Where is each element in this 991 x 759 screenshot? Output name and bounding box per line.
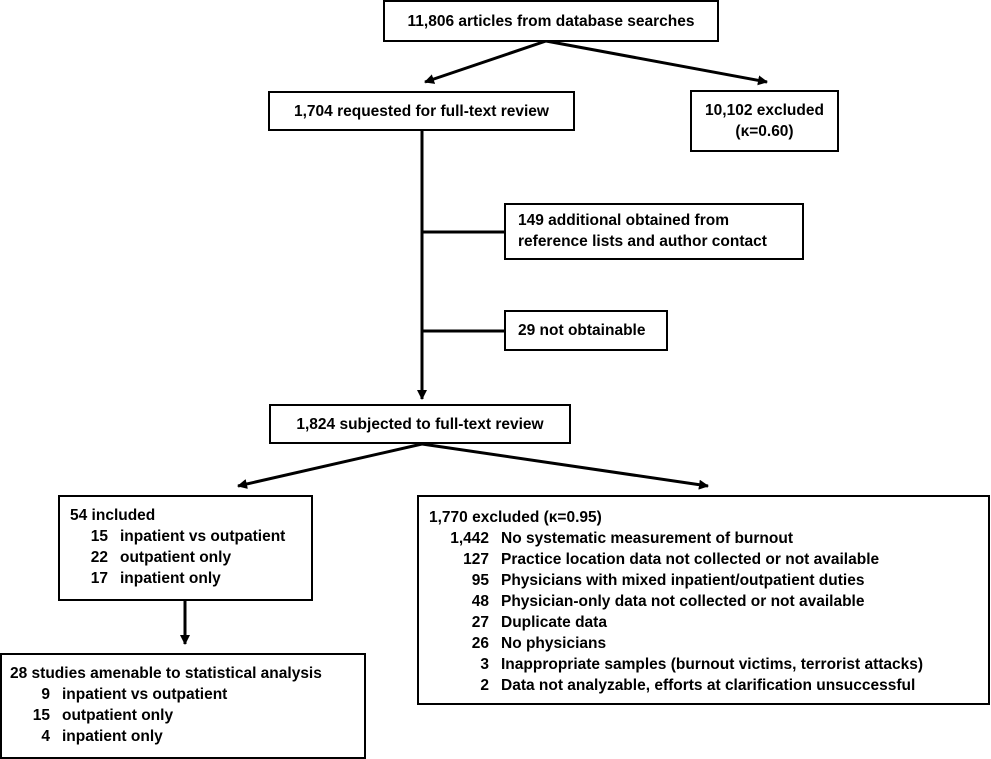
excluded-reason-count: 127: [463, 551, 489, 568]
excluded-reason-count: 1,442: [450, 530, 489, 547]
statistical-item-label: inpatient only: [62, 728, 163, 745]
included-item-count: 15: [90, 528, 108, 545]
excluded-reason: 3 Inappropriate samples (burnout victims…: [429, 654, 978, 675]
statistical-item-count: 15: [32, 707, 50, 724]
not-obtainable-label: 29 not obtainable: [518, 322, 646, 339]
included-item-label: inpatient only: [120, 570, 221, 587]
excluded-reason: 48 Physician-only data not collected or …: [429, 591, 978, 612]
excluded-reason-label: No systematic measurement of burnout: [501, 530, 793, 547]
excluded-reason-label: Inappropriate samples (burnout victims, …: [501, 656, 924, 673]
excluded-reason-label: Physician-only data not collected or not…: [501, 593, 865, 610]
statistical-item-label: inpatient vs outpatient: [62, 686, 228, 703]
excluded-reason-count: 26: [471, 635, 489, 652]
included-title: 54 included: [70, 507, 156, 524]
additional-line-1: 149 additional obtained from: [518, 212, 729, 229]
excluded-reason-count: 95: [471, 572, 489, 589]
statistical-item: 9 inpatient vs outpatient: [10, 684, 356, 705]
included-item-label: inpatient vs outpatient: [120, 528, 286, 545]
statistical-box: 28 studies amenable to statistical analy…: [0, 653, 366, 759]
search-results-box: 11,806 articles from database searches: [383, 0, 719, 42]
excluded-reason-count: 3: [480, 656, 489, 673]
statistical-item-count: 4: [41, 728, 50, 745]
excluded-reason-count: 2: [480, 677, 489, 694]
statistical-item: 15 outpatient only: [10, 705, 356, 726]
excluded-full-box: 1,770 excluded (κ=0.95) 1,442 No systema…: [417, 495, 990, 705]
excluded-initial-box: 10,102 excluded (κ=0.60): [690, 90, 839, 152]
excluded-reason-label: Physicians with mixed inpatient/outpatie…: [501, 572, 865, 589]
excluded-reason: 95 Physicians with mixed inpatient/outpa…: [429, 570, 978, 591]
excluded-reason: 2 Data not analyzable, efforts at clarif…: [429, 675, 978, 696]
excluded-reason: 1,442 No systematic measurement of burno…: [429, 528, 978, 549]
arrow-search-to-requested: [424, 39, 547, 84]
excluded-initial-kappa: (κ=0.60): [735, 123, 794, 140]
arrow-fulltext-to-excluded: [421, 442, 709, 490]
additional-box: 149 additional obtained from reference l…: [504, 203, 804, 260]
included-box: 54 included 15 inpatient vs outpatient 2…: [58, 495, 313, 601]
included-item-label: outpatient only: [120, 549, 232, 566]
excluded-reason-label: No physicians: [501, 635, 607, 652]
excluded-initial-count: 10,102 excluded: [705, 102, 824, 119]
excluded-reason-count: 48: [471, 593, 489, 610]
statistical-item-count: 9: [41, 686, 50, 703]
full-text-box: 1,824 subjected to full-text review: [269, 404, 571, 444]
arrow-fulltext-to-included: [237, 442, 423, 489]
included-item: 15 inpatient vs outpatient: [70, 526, 301, 547]
excluded-reason-label: Practice location data not collected or …: [501, 551, 880, 568]
full-text-label: 1,824 subjected to full-text review: [296, 415, 544, 433]
excluded-reason: 127 Practice location data not collected…: [429, 549, 978, 570]
excluded-reason: 26 No physicians: [429, 633, 978, 654]
excluded-reason: 27 Duplicate data: [429, 612, 978, 633]
requested-label: 1,704 requested for full-text review: [294, 102, 549, 120]
statistical-item-label: outpatient only: [62, 707, 174, 724]
excluded-reason-label: Duplicate data: [501, 614, 607, 631]
included-item: 22 outpatient only: [70, 547, 301, 568]
included-item-count: 17: [90, 570, 108, 587]
excluded-full-title: 1,770 excluded (κ=0.95): [429, 509, 602, 526]
excluded-reason-count: 27: [471, 614, 489, 631]
requested-box: 1,704 requested for full-text review: [268, 91, 575, 131]
not-obtainable-box: 29 not obtainable: [504, 310, 668, 351]
excluded-reason-label: Data not analyzable, efforts at clarific…: [501, 677, 916, 694]
statistical-title: 28 studies amenable to statistical analy…: [10, 665, 322, 682]
included-item: 17 inpatient only: [70, 568, 301, 589]
additional-line-2: reference lists and author contact: [518, 233, 767, 250]
included-item-count: 22: [90, 549, 108, 566]
arrow-search-to-excluded: [545, 39, 768, 86]
search-results-label: 11,806 articles from database searches: [407, 12, 695, 30]
statistical-item: 4 inpatient only: [10, 726, 356, 747]
